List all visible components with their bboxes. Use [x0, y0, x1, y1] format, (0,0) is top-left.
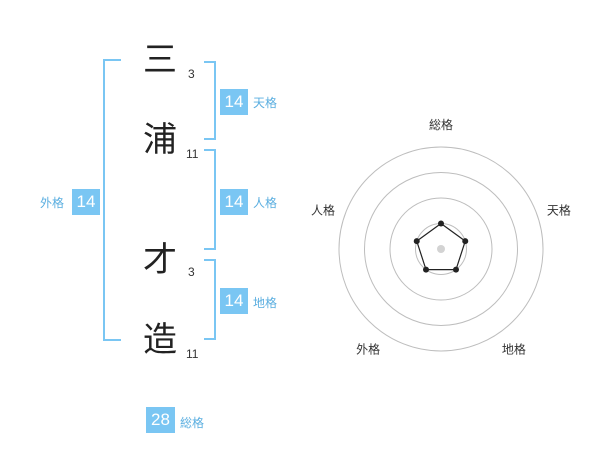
- radar-ring: [364, 172, 518, 326]
- name-char-3: 才: [143, 240, 177, 280]
- radar-axis-label: 人格: [311, 203, 335, 218]
- tenkaku-bracket: [204, 61, 216, 140]
- stroke-count-3: 3: [188, 265, 195, 279]
- radar-point-2: [462, 238, 469, 245]
- chikaku-label: 地格: [253, 296, 278, 310]
- gaikaku-bracket: [103, 59, 121, 341]
- jinkaku-bracket: [204, 149, 216, 250]
- radar-point-1: [438, 220, 444, 227]
- soukaku-label: 総格: [180, 416, 205, 430]
- soukaku-value: 28: [146, 407, 175, 433]
- radar-axis-label: 外格: [356, 341, 380, 356]
- radar-axis-label: 総格: [429, 117, 453, 132]
- radar-ring: [389, 197, 493, 301]
- jinkaku-value: 14: [220, 189, 248, 215]
- name-char-1: 三: [143, 40, 177, 80]
- gaikaku-label: 外格: [40, 196, 65, 210]
- jinkaku-label: 人格: [253, 196, 278, 210]
- tenkaku-value: 14: [220, 89, 248, 115]
- radar-ring: [338, 146, 544, 352]
- radar-center-dot: [437, 245, 445, 253]
- name-char-2: 浦: [143, 120, 177, 160]
- radar-point-5: [413, 238, 420, 245]
- tenkaku-label: 天格: [253, 96, 278, 110]
- chikaku-value: 14: [220, 288, 248, 314]
- chikaku-bracket: [204, 259, 216, 340]
- radar-point-4: [423, 266, 430, 273]
- radar-point-3: [452, 266, 459, 273]
- radar-axis-label: 天格: [547, 203, 571, 218]
- name-char-4: 造: [143, 320, 177, 360]
- radar-axis-label: 地格: [502, 341, 526, 356]
- gaikaku-value: 14: [72, 189, 100, 215]
- stroke-count-2: 11: [186, 147, 199, 161]
- stroke-count-1: 3: [188, 67, 195, 81]
- stroke-count-4: 11: [186, 347, 199, 361]
